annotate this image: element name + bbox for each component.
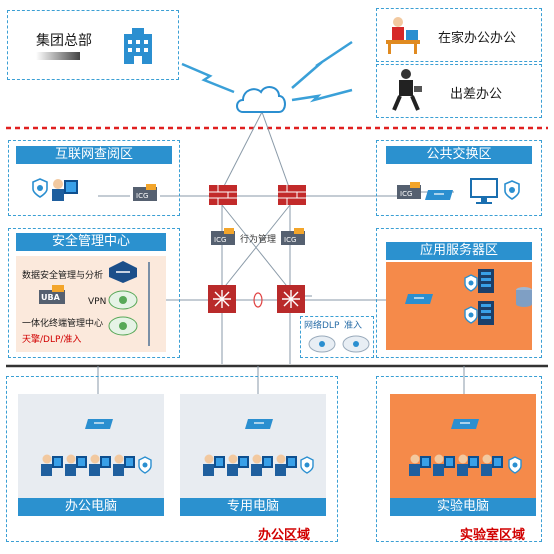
office-pc-title: 办公电脑 — [18, 498, 164, 516]
data-mgmt-label: 数据安全管理与分析 — [22, 271, 104, 281]
core-switch-icon — [207, 284, 237, 318]
shield-icon — [504, 180, 520, 204]
wan-link-home — [291, 40, 353, 89]
switch-icon — [84, 415, 114, 434]
special-pc-title: 专用电脑 — [180, 498, 326, 516]
user-pc-icon — [408, 452, 432, 482]
shield-icon — [32, 178, 48, 202]
uba-icon — [38, 284, 66, 310]
app-server-panel — [386, 262, 532, 350]
user-pc-icon — [456, 452, 480, 482]
firewall-icon — [277, 184, 307, 210]
hq-label: 集团总部 — [36, 33, 92, 49]
lab-region — [376, 376, 542, 542]
analytics-server-icon — [108, 260, 138, 288]
home-worker-icon — [382, 12, 426, 60]
endpoint-label: 一体化终端管理中心 — [22, 319, 104, 329]
office-region — [6, 376, 338, 542]
security-center-title: 安全管理中心 — [16, 233, 166, 251]
firewall-icon — [208, 184, 238, 210]
internet-zone — [8, 140, 180, 216]
travel-zone — [376, 64, 542, 118]
wan-link-hq — [181, 62, 235, 94]
switch-icon — [424, 186, 454, 205]
lab-region-label: 实验室区域 — [460, 528, 526, 543]
behavior-mgmt-label: 行为管理 — [240, 235, 277, 245]
svg-text:ICG: ICG — [284, 236, 296, 244]
user-pc-icon — [226, 452, 250, 482]
switch-icon — [450, 415, 480, 434]
cloud-icon — [233, 82, 289, 120]
shield-icon — [464, 274, 478, 296]
user-pc-icon — [50, 176, 80, 208]
icg-device-icon: ICG — [396, 182, 422, 204]
user-pc-icon — [112, 452, 136, 482]
server-icon — [476, 300, 498, 330]
travel-label: 出差办公 — [450, 87, 503, 102]
svg-text:ICG: ICG — [136, 192, 148, 200]
wan-link-travel — [291, 88, 353, 103]
user-pc-icon — [480, 452, 504, 482]
database-icon — [514, 286, 534, 312]
products-label: 天擎/DLP/准入 — [22, 335, 82, 345]
user-pc-icon — [88, 452, 112, 482]
special-pc-group — [180, 394, 326, 516]
security-bus — [148, 262, 150, 346]
lab-pc-title: 实验电脑 — [390, 498, 536, 516]
office-region-label: 办公区域 — [258, 528, 311, 543]
vpn-label: VPN — [88, 297, 107, 307]
user-pc-icon — [40, 452, 64, 482]
icg-device-icon: ICG — [132, 184, 158, 206]
security-center-zone — [8, 228, 180, 358]
switch-icon — [404, 290, 434, 309]
hq-zone — [7, 10, 179, 80]
exchange-zone — [376, 140, 542, 216]
shield-icon — [300, 456, 314, 478]
dlp-label: 网络DLP — [304, 321, 340, 331]
internet-zone-title: 互联网查阅区 — [16, 146, 172, 164]
app-server-title: 应用服务器区 — [386, 242, 532, 260]
shield-icon — [464, 306, 478, 328]
switch-icon — [244, 415, 274, 434]
shield-icon — [138, 456, 152, 478]
home-office-zone — [376, 8, 542, 62]
shield-icon — [508, 456, 522, 478]
exchange-zone-title: 公共交换区 — [386, 146, 532, 164]
home-office-label: 在家办公办公 — [438, 31, 517, 46]
icg-device-icon: ICG — [280, 228, 306, 250]
user-pc-icon — [250, 452, 274, 482]
icg-device-icon: ICG — [210, 228, 236, 250]
user-pc-icon — [274, 452, 298, 482]
traveler-icon — [386, 66, 426, 118]
core-switch-icon — [276, 284, 306, 318]
uba-label: UBA — [41, 293, 60, 302]
server-icon — [476, 268, 498, 298]
hq-gradient-bar — [36, 52, 80, 60]
user-pc-icon — [64, 452, 88, 482]
monitor-icon — [470, 178, 498, 210]
user-pc-icon — [432, 452, 456, 482]
dlp-device-icon — [308, 334, 336, 358]
dlp-access-box — [300, 316, 374, 358]
svg-text:ICG: ICG — [400, 190, 412, 198]
access-device-icon — [342, 334, 370, 358]
app-server-zone — [376, 228, 542, 358]
svg-text:ICG: ICG — [214, 236, 226, 244]
endpoint-device-icon — [108, 316, 138, 340]
office-pc-group — [18, 394, 164, 516]
building-icon — [118, 26, 158, 70]
user-pc-icon — [202, 452, 226, 482]
access-label: 准入 — [344, 321, 363, 331]
vpn-device-icon — [108, 290, 138, 314]
